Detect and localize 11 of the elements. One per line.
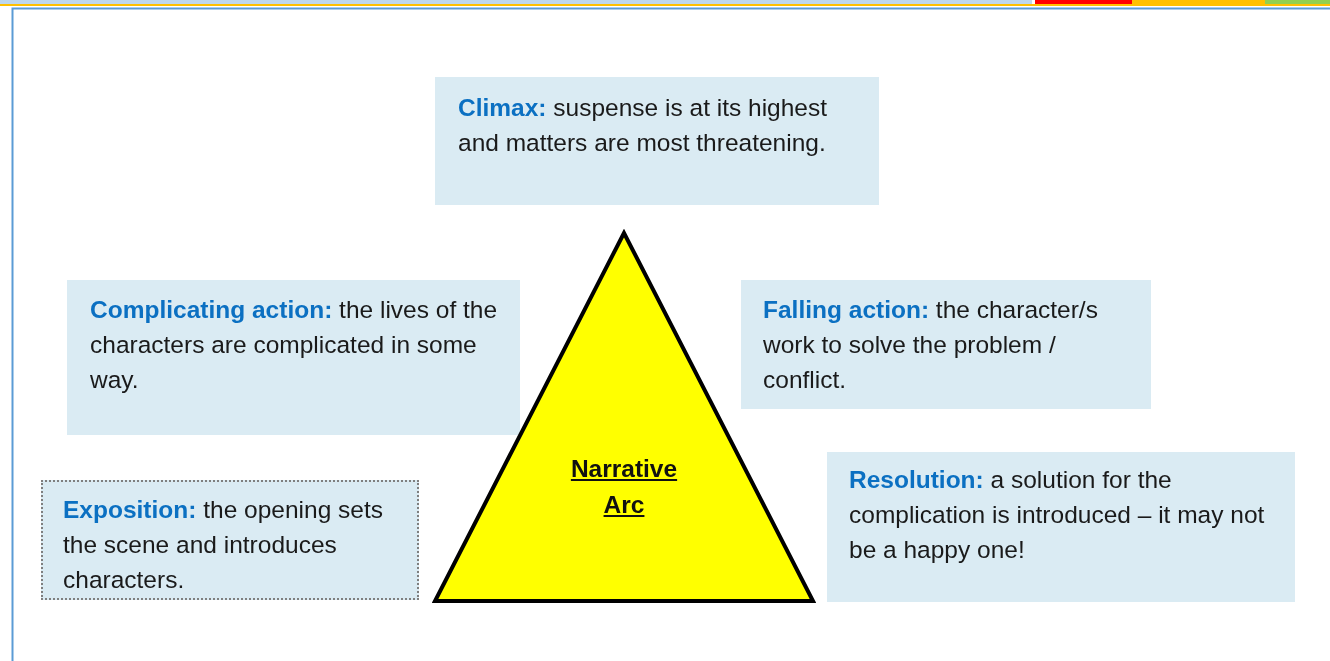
box-text: Falling action: the character/s work to solve the problem / conflict. [763, 295, 1099, 395]
box-text: Complicating action: the lives of the characters are complicated in some way. [90, 295, 499, 395]
box-text: Climax: suspense is at its highest and matters are most threatening. [458, 93, 829, 158]
text-box [67, 280, 520, 435]
box-text: Resolution: a solution for the complication is introduced – it may not be a happy one! [849, 465, 1266, 565]
text-box [741, 280, 1151, 409]
text-box [435, 77, 879, 205]
text-box [827, 452, 1295, 602]
triangle-label: Narrative Arc [569, 454, 679, 520]
box-text: Exposition: the opening sets the scene and introduces characters. [63, 495, 384, 595]
text-box [41, 480, 419, 600]
